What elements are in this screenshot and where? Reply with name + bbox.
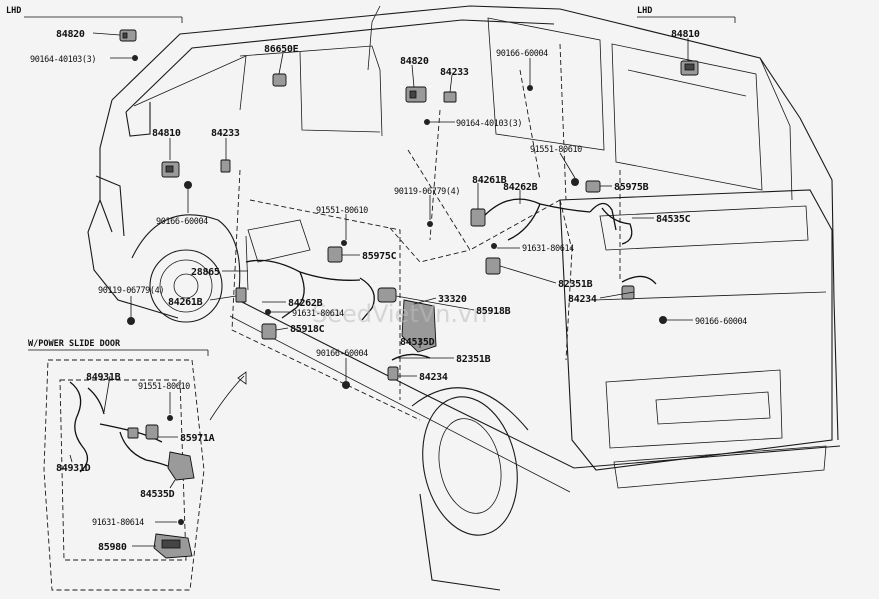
- label-84262b-b: 84262B: [288, 298, 323, 309]
- label-85918b: 85918B: [476, 306, 511, 317]
- label-84931d: 84931D: [56, 463, 91, 474]
- connector-85918c: [261, 323, 277, 340]
- bracket-84233-a: [220, 159, 231, 173]
- label-90166-60004-c: 90166-60004: [316, 349, 368, 359]
- label-84820-a: 84820: [56, 29, 85, 40]
- bolt-90164-a: [132, 55, 138, 61]
- bolt-90166-a: [184, 181, 192, 189]
- label-91631-80614-b: 91631-80614: [292, 309, 344, 319]
- label-91631-80614-c: 91631-80614: [92, 518, 144, 528]
- switch-84261b-b: [235, 287, 247, 303]
- label-82351b-b: 82351B: [456, 354, 491, 365]
- bolt-90119-a: [427, 221, 433, 227]
- switch-86650e: [272, 73, 287, 87]
- connector-85975c: [327, 246, 343, 263]
- part-shapes: [119, 29, 699, 559]
- label-84261b-b: 84261B: [168, 297, 203, 308]
- label-84234-a: 84234: [568, 294, 597, 305]
- switch-84820-a: [119, 29, 137, 42]
- bolt-90119-b: [127, 317, 135, 325]
- lhd-label-right: LHD: [637, 6, 652, 16]
- label-86650e: 86650E: [264, 44, 299, 55]
- part-labels: 84820 90164-40103(3) 84810 84233 90166-6…: [30, 29, 748, 553]
- label-84810-b: 84810: [671, 29, 700, 40]
- bolt-91551-b: [341, 240, 347, 246]
- label-84535d-b: 84535D: [140, 489, 175, 500]
- label-91631-80614-a: 91631-80614: [522, 244, 574, 254]
- label-84535d-a: 84535D: [400, 337, 435, 348]
- label-91551-80610-c: 91551-80610: [138, 382, 190, 392]
- label-84234-b: 84234: [419, 372, 448, 383]
- lhd-header-left: LHD: [6, 6, 183, 23]
- connector-85918b: [377, 287, 397, 303]
- connector-85975b: [585, 180, 601, 193]
- label-85975b: 85975B: [614, 182, 649, 193]
- bolt-91631-b: [265, 309, 271, 315]
- label-91551-80610-a: 91551-80610: [530, 145, 582, 155]
- leader-lines: [69, 32, 693, 547]
- label-82351b-a: 82351B: [558, 279, 593, 290]
- connector-82351b-a: [485, 257, 501, 275]
- label-85918c: 85918C: [290, 324, 325, 335]
- wire-harnesses: [69, 198, 657, 473]
- label-90119-06779-b: 90119-06779(4): [98, 286, 164, 296]
- bolt-91631-c: [178, 519, 184, 525]
- bolt-91631-a: [491, 243, 497, 249]
- label-91551-80610-b: 91551-80610: [316, 206, 368, 216]
- switch-84261b-a: [470, 208, 486, 227]
- label-85971a: 85971A: [180, 433, 215, 444]
- label-84233-b: 84233: [440, 67, 469, 78]
- label-84535c: 84535C: [656, 214, 691, 225]
- power-slide-door-header: W/POWER SLIDE DOOR: [28, 339, 209, 356]
- van-body-outline: [87, 5, 841, 591]
- label-90164-40103-a: 90164-40103(3): [30, 55, 96, 65]
- label-85975c: 85975C: [362, 251, 397, 262]
- label-84262b-a: 84262B: [503, 182, 538, 193]
- module-33320: [401, 299, 437, 353]
- label-90166-60004-b: 90166-60004: [496, 49, 548, 59]
- lhd-header-right: LHD: [637, 6, 736, 23]
- lhd-label-left: LHD: [6, 6, 21, 16]
- label-90119-06779-a: 90119-06779(4): [394, 187, 460, 197]
- label-33320: 33320: [438, 294, 467, 305]
- connector-84535d: [167, 451, 195, 481]
- connector-85971a: [145, 424, 159, 440]
- power-slide-door-label: W/POWER SLIDE DOOR: [28, 339, 121, 349]
- label-84261b-a: 84261B: [472, 175, 507, 186]
- bracket-84234-b: [387, 366, 399, 381]
- label-90164-40103-b: 90164-40103(3): [456, 119, 522, 129]
- bracket-84234-a: [621, 285, 635, 300]
- label-84810-a: 84810: [152, 128, 181, 139]
- label-84820-b: 84820: [400, 56, 429, 67]
- bracket-84233-b: [443, 91, 457, 103]
- bolt-90166-c: [342, 381, 350, 389]
- slide-door-inset: [43, 359, 247, 591]
- bolt-90166-d: [659, 316, 667, 324]
- label-28865: 28865: [191, 267, 220, 278]
- bolt-90166-b: [527, 85, 533, 91]
- label-84931b: 84931B: [86, 372, 121, 383]
- bolt-91551-c: [167, 415, 173, 421]
- label-84233-a: 84233: [211, 128, 240, 139]
- label-90166-60004-a: 90166-60004: [156, 217, 208, 227]
- watermark: SeedVietVn.vn: [312, 300, 487, 328]
- label-85980: 85980: [98, 542, 127, 553]
- label-90166-60004-d: 90166-60004: [695, 317, 747, 327]
- bolt-90164-b: [424, 119, 430, 125]
- fasteners: [127, 55, 667, 525]
- bolt-91551-a: [571, 178, 579, 186]
